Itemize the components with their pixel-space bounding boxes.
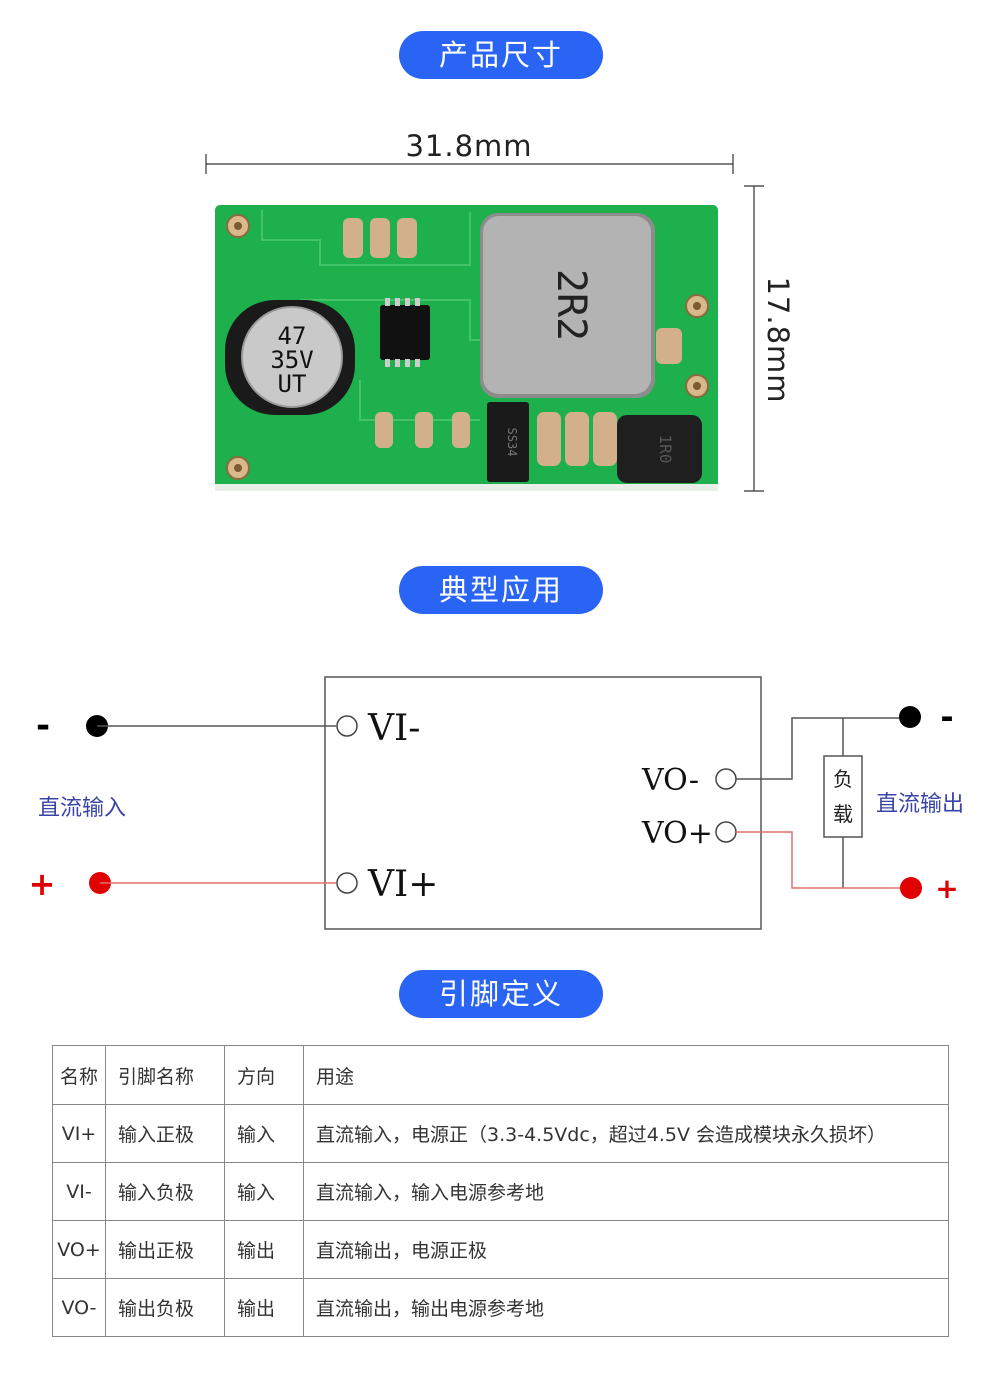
mount-hole [693, 382, 701, 390]
cell-direction: 输入 [224, 1104, 304, 1163]
header-usage: 用途 [303, 1045, 949, 1105]
ic-pin [385, 359, 390, 367]
vo-plus-label: VO+ [641, 816, 713, 851]
mount-hole [234, 222, 242, 230]
ic-pin [415, 298, 420, 306]
cell-name: VI+ [52, 1104, 106, 1163]
output-minus-wire [736, 717, 910, 780]
cell-name: VI- [52, 1162, 106, 1221]
output-minus-terminal [899, 706, 921, 728]
cell-pin-name: 输出负极 [105, 1278, 225, 1337]
output-label: 直流输出 [876, 792, 964, 817]
vo-plus-pin [715, 821, 737, 843]
cell-pin-name: 输入正极 [105, 1104, 225, 1163]
diode-marking: SS34 [505, 428, 519, 457]
header-direction: 方向 [224, 1045, 304, 1105]
application-circuit: - VI- 直流输入 + VI+ VO- VO+ - 负 载 + 直流输出 [0, 650, 1000, 950]
cell-usage: 直流输出，电源正极 [303, 1220, 949, 1279]
input-label: 直流输入 [38, 796, 126, 821]
mount-hole [693, 302, 701, 310]
mount-hole [234, 464, 242, 472]
vo-minus-label: VO- [641, 763, 699, 798]
input-minus-sign: - [36, 706, 50, 746]
cell-pin-name: 输出正极 [105, 1220, 225, 1279]
module-box [324, 676, 762, 930]
width-dimension-label: 31.8mm [405, 129, 532, 163]
smd-capacitor [656, 328, 682, 364]
smd-capacitor [343, 218, 363, 258]
diode [487, 402, 529, 482]
output-plus-sign: + [935, 872, 958, 905]
ic-pin [415, 359, 420, 367]
cell-name: VO+ [52, 1220, 106, 1279]
smd-capacitor [593, 412, 617, 466]
table-row: VO+ 输出正极 输出 直流输出，电源正极 [52, 1220, 949, 1279]
inductor-small [617, 415, 702, 483]
vi-minus-label: VI- [367, 708, 420, 749]
product-image: 31.8mm 17.8mm 47 35V UT [190, 120, 810, 510]
load-box [823, 755, 863, 838]
ic-pin [385, 298, 390, 306]
cell-usage: 直流输入，电源正（3.3-4.5Vdc，超过4.5V 会造成模块永久损坏） [303, 1104, 949, 1163]
cell-direction: 输出 [224, 1220, 304, 1279]
vo-minus-pin [715, 768, 737, 790]
pcb-drawing: 31.8mm 17.8mm 47 35V UT [205, 129, 795, 492]
circuit-diagram: - VI- 直流输入 + VI+ VO- VO+ - 负 载 + 直流输出 [29, 676, 964, 930]
load-char-2: 载 [833, 802, 853, 826]
ic-pin [405, 298, 410, 306]
cell-usage: 直流输入，输入电源参考地 [303, 1162, 949, 1221]
pcb-trace [359, 380, 480, 421]
ic-pin [395, 359, 400, 367]
vi-plus-pin [336, 872, 358, 894]
load-char-1: 负 [833, 767, 853, 791]
capacitor-marking-3: UT [278, 370, 307, 398]
table-row: VI- 输入负极 输入 直流输入，输入电源参考地 [52, 1162, 949, 1221]
table-row: VI+ 输入正极 输入 直流输入，电源正（3.3-4.5Vdc，超过4.5V 会… [52, 1104, 949, 1163]
capacitor-marking-2: 35V [270, 346, 313, 374]
cell-direction: 输入 [224, 1162, 304, 1221]
smd-capacitor [537, 412, 561, 466]
table-header-row: 名称 引脚名称 方向 用途 [52, 1045, 949, 1105]
smd-capacitor [370, 218, 390, 258]
section-title-application: 典型应用 [399, 566, 603, 614]
vi-minus-pin [336, 715, 358, 737]
header-pin-name: 引脚名称 [105, 1045, 225, 1105]
pcb-edge [215, 484, 718, 491]
height-dimension-label: 17.8mm [761, 276, 795, 403]
ic-chip [380, 305, 430, 360]
section-title-pins: 引脚定义 [399, 970, 603, 1018]
output-minus-sign: - [940, 698, 953, 736]
capacitor-marking-1: 47 [278, 322, 307, 350]
ic-pin [405, 359, 410, 367]
smd-capacitor [565, 412, 589, 466]
smd-resistor [415, 412, 433, 448]
cell-name: VO- [52, 1278, 106, 1337]
output-plus-wire [736, 831, 910, 889]
inductor-large-marking: 2R2 [548, 269, 594, 341]
smd-resistor [452, 412, 470, 448]
vi-plus-label: VI+ [367, 864, 438, 905]
smd-capacitor [397, 218, 417, 258]
ic-pin [395, 298, 400, 306]
header-name: 名称 [52, 1045, 106, 1105]
output-plus-terminal [900, 877, 922, 899]
inductor-large [483, 216, 651, 394]
pin-table: 名称 引脚名称 方向 用途 VI+ 输入正极 输入 直流输入，电源正（3.3-4… [52, 1045, 949, 1337]
cell-direction: 输出 [224, 1278, 304, 1337]
table-row: VO- 输出负极 输出 直流输出，输出电源参考地 [52, 1278, 949, 1337]
smd-resistor [375, 412, 393, 448]
electrolytic-capacitor [241, 306, 343, 408]
cell-usage: 直流输出，输出电源参考地 [303, 1278, 949, 1337]
inductor-small-marking: 1R0 [656, 435, 675, 464]
input-plus-sign: + [29, 865, 56, 903]
cell-pin-name: 输入负极 [105, 1162, 225, 1221]
section-title-dimensions: 产品尺寸 [399, 31, 603, 79]
pcb-trace [261, 210, 471, 266]
